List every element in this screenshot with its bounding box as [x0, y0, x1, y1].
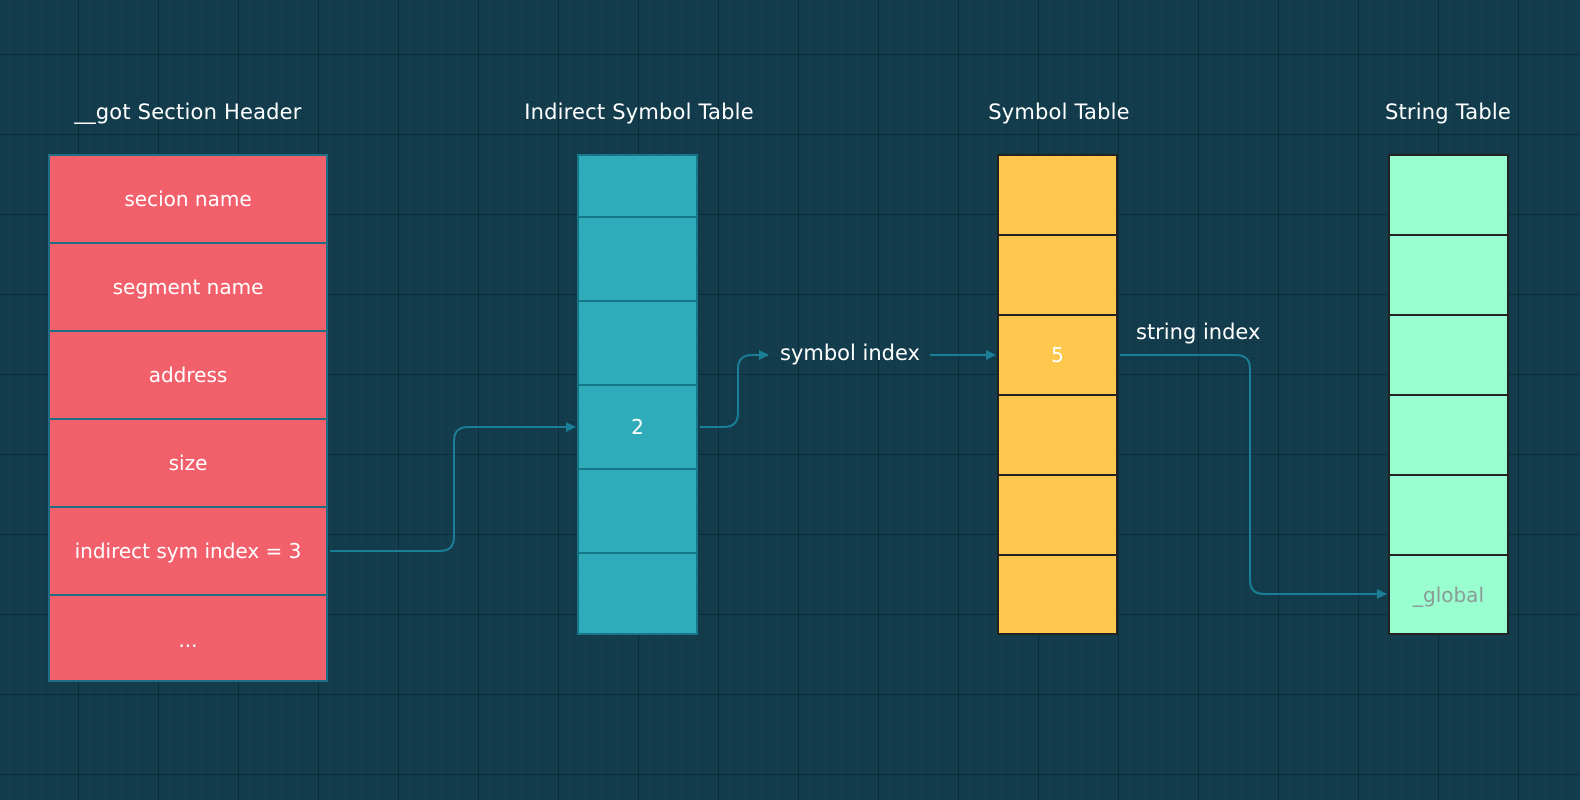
indirect-entry-1 [579, 218, 696, 302]
string-entry-4 [1390, 476, 1507, 556]
string-entry-0 [1390, 156, 1507, 236]
indirect-symbol-table-title: Indirect Symbol Table [524, 100, 754, 124]
header-to-indirect-arrow [330, 422, 576, 552]
string-table: _global [1388, 154, 1509, 635]
size-row: size [50, 420, 326, 508]
symbol-index-label: symbol index [780, 341, 920, 365]
string-entry-2 [1390, 316, 1507, 396]
string-entry-1 [1390, 236, 1507, 316]
string-index-label: string index [1136, 320, 1261, 344]
indirect-entry-5 [579, 554, 696, 635]
symbol-table-title: Symbol Table [988, 100, 1130, 124]
indirect-entry-4 [579, 470, 696, 554]
section-header-title: __got Section Header [74, 100, 302, 124]
indirect-entry-2 [579, 302, 696, 386]
segment-name-row: segment name [50, 244, 326, 332]
address-row: address [50, 332, 326, 420]
string-entry-3 [1390, 396, 1507, 476]
indirect-entry-0 [579, 156, 696, 218]
symbol-entry-4 [999, 476, 1116, 556]
section-header-table: secion name segment name address size in… [48, 154, 328, 682]
symbol-to-string-arrow [1120, 354, 1387, 599]
global-string-label: _global [1413, 582, 1484, 607]
symbol-entry-5 [999, 556, 1116, 633]
string-entry-5: _global [1390, 556, 1507, 633]
symbol-entry-3 [999, 396, 1116, 476]
symbol-table: 5 [997, 154, 1118, 635]
string-table-title: String Table [1384, 100, 1512, 124]
indirect-sym-index-row: indirect sym index = 3 [50, 508, 326, 596]
symbol-entry-1 [999, 236, 1116, 316]
ellipsis-row: ... [178, 628, 198, 652]
indirect-to-symbol-index-arrow [700, 350, 769, 428]
indirect-symbol-table: 2 [577, 154, 698, 635]
section-name-row: secion name [50, 156, 326, 244]
symbol-entry-2: 5 [999, 316, 1116, 396]
indirect-entry-3: 2 [579, 386, 696, 470]
symbol-entry-0 [999, 156, 1116, 236]
